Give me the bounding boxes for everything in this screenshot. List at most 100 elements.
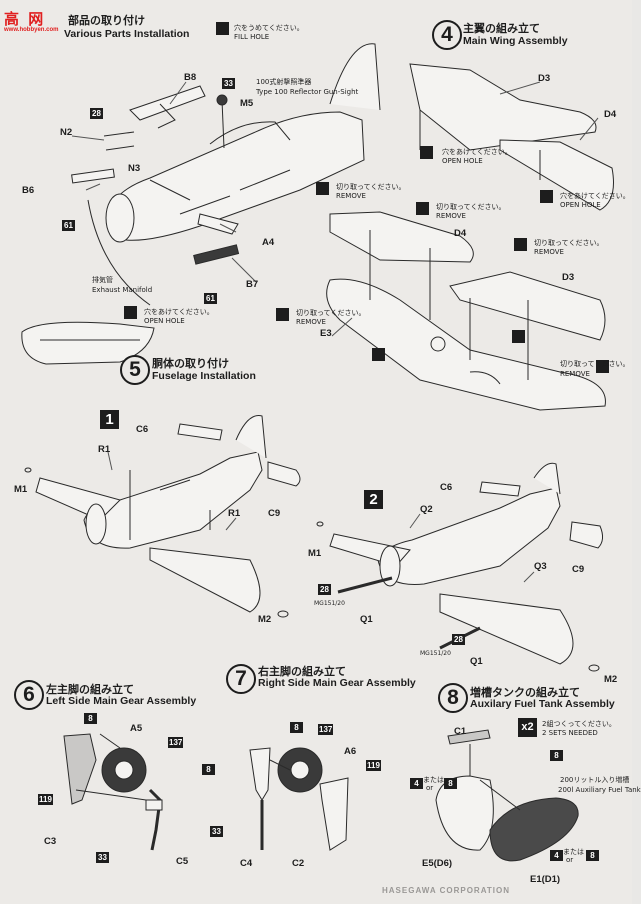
part-q1-2: Q1	[470, 656, 483, 667]
remove-icon-4	[276, 308, 289, 321]
open-hole-icon-4	[512, 330, 525, 343]
watermark-url: www.hobbyen.com	[4, 27, 59, 33]
main-wing-drawing	[326, 63, 614, 411]
step6-title-en: Left Side Main Gear Assembly	[46, 695, 197, 707]
fuselage-assembly-1-drawing	[24, 415, 301, 618]
part-b7: B7	[246, 279, 259, 290]
step5-title-jp: 胴体の取り付け	[152, 357, 229, 370]
badge-4-8b: 4	[550, 850, 563, 861]
part-e3: E3	[320, 328, 332, 339]
badge-8-7: 8	[290, 722, 303, 733]
fuselage-assembly-2-drawing	[316, 462, 604, 672]
badge-119-7: 119	[366, 760, 381, 771]
open-hole-en-2: OPEN HOLE	[442, 157, 483, 165]
or-jp-1: または	[423, 776, 444, 784]
fill-hole-note-en: FILL HOLE	[234, 33, 270, 41]
open-hole-en-3: OPEN HOLE	[560, 201, 601, 209]
footer-corporation: HASEGAWA CORPORATION	[382, 886, 511, 895]
part-d4-top: D4	[604, 109, 617, 120]
part-c4: C4	[240, 858, 253, 869]
part-r1-bottom: R1	[228, 508, 241, 519]
remove-jp-4: 切り取ってください。	[296, 309, 366, 317]
part-c5: C5	[176, 856, 189, 867]
right-gear-drawing	[249, 747, 349, 851]
badge-33-6: 33	[96, 852, 109, 863]
remove-en-1: REMOVE	[336, 192, 366, 200]
subassembly-1-marker: 1	[100, 410, 119, 429]
step7-title-jp: 右主脚の組み立て	[258, 665, 346, 678]
part-c1: C1	[454, 726, 467, 737]
step7-title-en: Right Side Main Gear Assembly	[258, 677, 416, 689]
part-d4-mid: D4	[454, 228, 467, 239]
badge-4-8a: 4	[410, 778, 423, 789]
or-en-2: or	[566, 856, 574, 864]
part-m2-1: M2	[258, 614, 272, 625]
step6-title-jp: 左主脚の組み立て	[46, 683, 134, 696]
part-m2-2: M2	[604, 674, 618, 685]
part-c3: C3	[44, 836, 57, 847]
step4-number: 4	[432, 20, 462, 50]
exhaust-jp: 排気管	[92, 276, 113, 284]
remove-jp-2: 切り取ってください。	[436, 203, 506, 211]
fill-hole-note-jp: 穴をうめてください。	[234, 24, 304, 32]
badge-8-6a: 8	[84, 713, 97, 724]
step6-number: 6	[14, 680, 44, 710]
badge-137-7: 137	[318, 724, 334, 735]
part-c9-1: C9	[268, 508, 281, 519]
step8-number: 8	[438, 683, 468, 713]
part-e1: E1(D1)	[530, 874, 561, 885]
part-n3: N3	[128, 163, 141, 174]
remove-icon-1	[316, 182, 329, 195]
badge-8-6b: 8	[202, 764, 215, 775]
part-a6: A6	[344, 746, 357, 757]
remove-jp-5: 切り取ってください。	[560, 360, 630, 368]
part-a4: A4	[262, 237, 275, 248]
open-hole-jp-3: 穴をあけてください。	[560, 192, 630, 200]
step3-title-en: Various Parts Installation	[64, 28, 190, 40]
remove-en-3: REMOVE	[534, 248, 564, 256]
part-e5: E5(D6)	[422, 858, 453, 869]
part-d3-mid: D3	[562, 272, 575, 283]
badge-8-8a: 8	[550, 750, 563, 761]
remove-jp-3: 切り取ってください。	[534, 239, 604, 247]
or-en-1: or	[426, 784, 434, 792]
open-hole-jp-1: 穴をあけてください。	[144, 308, 214, 316]
step8-title-en: Auxilary Fuel Tank Assembly	[470, 698, 615, 710]
part-c6-2: C6	[440, 482, 453, 493]
part-r1-top: R1	[98, 444, 111, 455]
part-a5: A5	[130, 723, 143, 734]
step8-title-jp: 増槽タンクの組み立て	[470, 686, 580, 699]
remove-icon-2	[416, 202, 429, 215]
gunsight-en: Type 100 Reflector Gun-Sight	[256, 88, 359, 96]
remove-jp-1: 切り取ってください。	[336, 183, 406, 191]
open-hole-icon-3	[540, 190, 553, 203]
badge-8-8b: 8	[444, 778, 457, 789]
gunsight-jp: 100式射撃照準器	[256, 78, 312, 86]
open-hole-en-1: OPEN HOLE	[144, 317, 185, 325]
remove-en-2: REMOVE	[436, 212, 466, 220]
badge-28-q1: 28	[318, 584, 331, 595]
two-sets-jp: 2組つくってください。	[542, 720, 616, 728]
badge-33-sight: 33	[222, 78, 235, 89]
badge-61-left: 61	[62, 220, 75, 231]
badge-28-q1b: 28	[452, 634, 465, 645]
step4-title-en: Main Wing Assembly	[463, 35, 568, 47]
two-sets-en: 2 SETS NEEDED	[542, 729, 598, 737]
badge-119-6: 119	[38, 794, 53, 805]
open-hole-icon-1	[124, 306, 137, 319]
subassembly-2-marker: 2	[364, 490, 383, 509]
remove-icon-5	[596, 360, 609, 373]
watermark-cn: 高 网	[4, 10, 46, 28]
tank-jp: 200リットル入り増槽	[560, 776, 630, 784]
remove-en-5: REMOVE	[560, 370, 590, 378]
part-c2: C2	[292, 858, 305, 869]
badge-137-6: 137	[168, 737, 184, 748]
part-b6: B6	[22, 185, 35, 196]
part-m1-2: M1	[308, 548, 322, 559]
part-d3-top: D3	[538, 73, 551, 84]
fill-hole-icon	[216, 22, 229, 35]
open-hole-icon-5	[372, 348, 385, 361]
part-b8: B8	[184, 72, 197, 83]
part-m5: M5	[240, 98, 254, 109]
